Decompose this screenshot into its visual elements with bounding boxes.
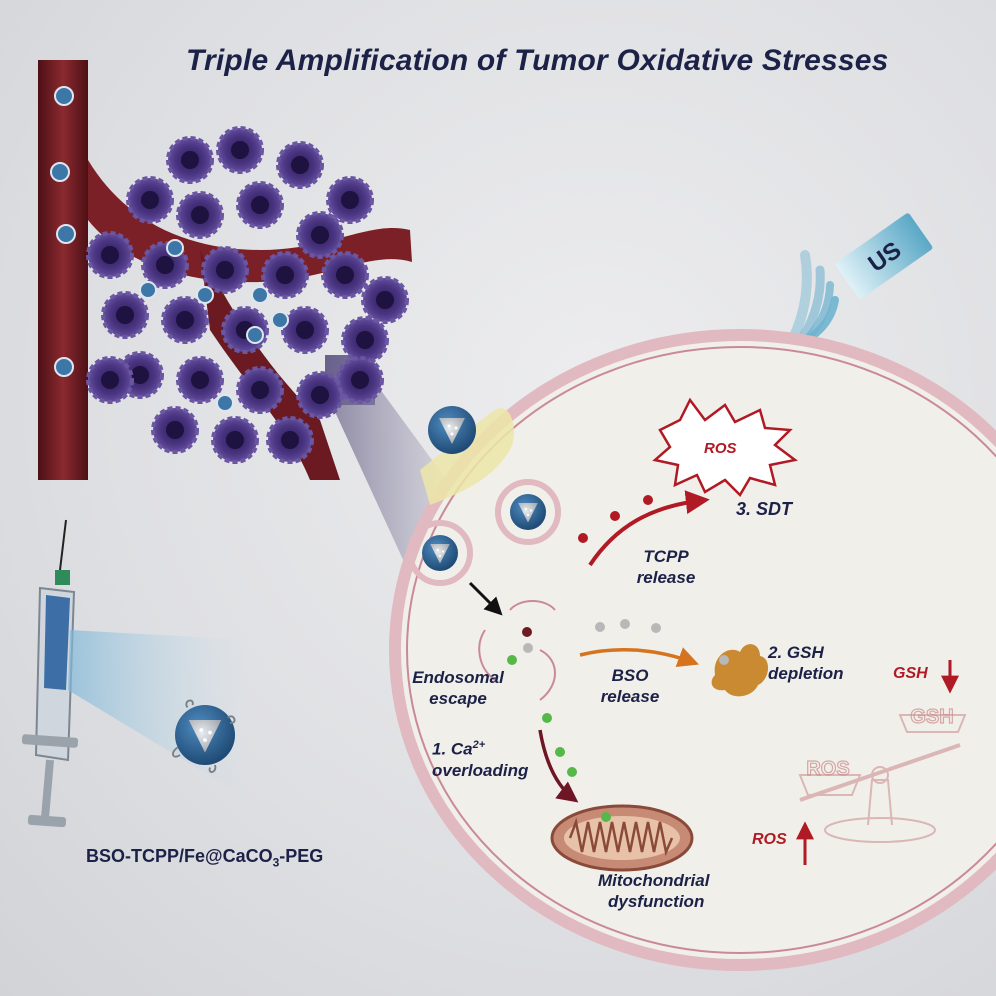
- vessel-nanoparticle: [56, 224, 76, 244]
- bso-dot: [651, 623, 661, 633]
- gsh-depletion-line1: 2. GSH: [768, 643, 824, 662]
- vessel-nanoparticle: [50, 162, 70, 182]
- ca-overloading-line2: overloading: [432, 760, 529, 780]
- tumor-cell: [176, 191, 224, 239]
- balance-ros-label: ROS: [806, 758, 849, 780]
- vessel-nanoparticle: [54, 357, 74, 377]
- ros-level-label: ROS: [752, 831, 787, 848]
- tumor-cell: [101, 291, 149, 339]
- bso-release-line1: BSO: [611, 666, 649, 685]
- tumor-cell: [336, 356, 384, 404]
- tcpp-release-arrow: [588, 490, 710, 567]
- bso-release-label: BSO release: [590, 665, 670, 707]
- syringe: [21, 519, 79, 828]
- nanoparticle-name-suffix: -PEG: [279, 846, 324, 866]
- tumor-cell: [151, 406, 199, 454]
- tumor-nanoparticle: [139, 281, 157, 299]
- tcpp-dot: [643, 495, 653, 505]
- tumor-nanoparticle: [246, 326, 264, 344]
- ca-overloading-arrow: [538, 729, 579, 803]
- mitochondrial-label: Mitochondrial dysfunction: [598, 870, 709, 912]
- mitochondrion: [550, 804, 694, 872]
- tumor-cell: [211, 416, 259, 464]
- vessel-nanoparticle: [54, 86, 74, 106]
- bso-release-line2: release: [600, 687, 660, 706]
- tumor-nanoparticle: [251, 286, 269, 304]
- tumor-cell: [126, 176, 174, 224]
- fragment-dot: [507, 655, 517, 665]
- calcium-dot: [567, 767, 577, 777]
- tumor-cell: [201, 246, 249, 294]
- ca-overloading-line1: 1. Ca2+: [432, 735, 528, 760]
- nanoparticle-name: BSO-TCPP/Fe@CaCO3-PEG: [86, 846, 323, 870]
- endosome: [495, 479, 561, 545]
- tumor-cell: [236, 181, 284, 229]
- tcpp-dot: [578, 533, 588, 543]
- tumor-cell: [261, 251, 309, 299]
- balance-gsh-label: GSH: [910, 706, 953, 728]
- bso-dot: [595, 622, 605, 632]
- calcium-dot: [542, 713, 552, 723]
- tumor-cell: [166, 136, 214, 184]
- bso-bound-dot: [719, 655, 729, 665]
- tumor-cell: [361, 276, 409, 324]
- endosomal-escape-line1: Endosomal: [412, 668, 504, 687]
- endosome: [407, 520, 473, 586]
- tumor-cell: [276, 141, 324, 189]
- gsh-depletion-label: 2. GSH depletion: [768, 642, 844, 684]
- tcpp-release-label: TCPP release: [616, 546, 716, 588]
- featured-nanoparticle: [172, 699, 236, 773]
- tumor-nanoparticle: [271, 311, 289, 329]
- bso-release-arrow: [579, 647, 699, 667]
- tumor-nanoparticle: [216, 394, 234, 412]
- escape-arrow: [468, 581, 503, 616]
- tumor-cell: [86, 356, 134, 404]
- mitochondrial-line2: dysfunction: [608, 892, 705, 911]
- tcpp-release-line1: TCPP: [643, 547, 689, 566]
- tumor-cell: [281, 306, 329, 354]
- tumor-cell: [321, 251, 369, 299]
- nanoparticle-name-sub: 3: [272, 855, 280, 870]
- ros-burst-label: ROS: [704, 440, 737, 457]
- tumor-cell: [161, 296, 209, 344]
- nanoparticle-name-prefix: BSO-TCPP/Fe@CaCO: [86, 846, 273, 866]
- ca-overloading-label: 1. Ca2+ overloading: [432, 735, 528, 781]
- tumor-cell: [296, 371, 344, 419]
- gsh-depletion-line2: depletion: [768, 664, 844, 683]
- ros-burst: [652, 397, 798, 498]
- tcpp-release-line2: release: [636, 568, 696, 587]
- ultrasound-probe: US: [835, 213, 933, 299]
- tumor-cell: [176, 356, 224, 404]
- ca-overloading-prefix: 1. Ca: [432, 739, 473, 759]
- sdt-step-label: 3. SDT: [736, 499, 793, 519]
- fragment-dot: [523, 643, 533, 653]
- cell-membrane-inner: [406, 346, 996, 954]
- tumor-nanoparticle: [196, 286, 214, 304]
- tumor-cell: [236, 366, 284, 414]
- mitochondrial-line1: Mitochondrial: [598, 871, 710, 890]
- gsh-level-label: GSH: [893, 665, 928, 682]
- endocytosis-pocket: [420, 408, 515, 505]
- tumor-nanoparticle: [166, 239, 184, 257]
- calcium-dot: [555, 747, 565, 757]
- tumor-cell: [216, 126, 264, 174]
- redox-balance: [798, 714, 967, 843]
- figure-title: Triple Amplification of Tumor Oxidative …: [186, 44, 889, 77]
- tumor-cell: [86, 231, 134, 279]
- entering-nanoparticle: [428, 406, 476, 454]
- tcpp-dot: [610, 511, 620, 521]
- tumor-cell: [341, 316, 389, 364]
- tumor-cell: [266, 416, 314, 464]
- endosomal-escape-line2: escape: [429, 689, 487, 708]
- fragment-dot: [522, 627, 532, 637]
- tumor-cluster: [86, 126, 409, 464]
- tumor-cell: [296, 211, 344, 259]
- ca-overloading-sup: 2+: [472, 739, 486, 751]
- endosomal-escape-label: Endosomal escape: [398, 667, 518, 709]
- tumor-cell: [326, 176, 374, 224]
- bso-dot: [620, 619, 630, 629]
- broken-endosome: [478, 600, 556, 701]
